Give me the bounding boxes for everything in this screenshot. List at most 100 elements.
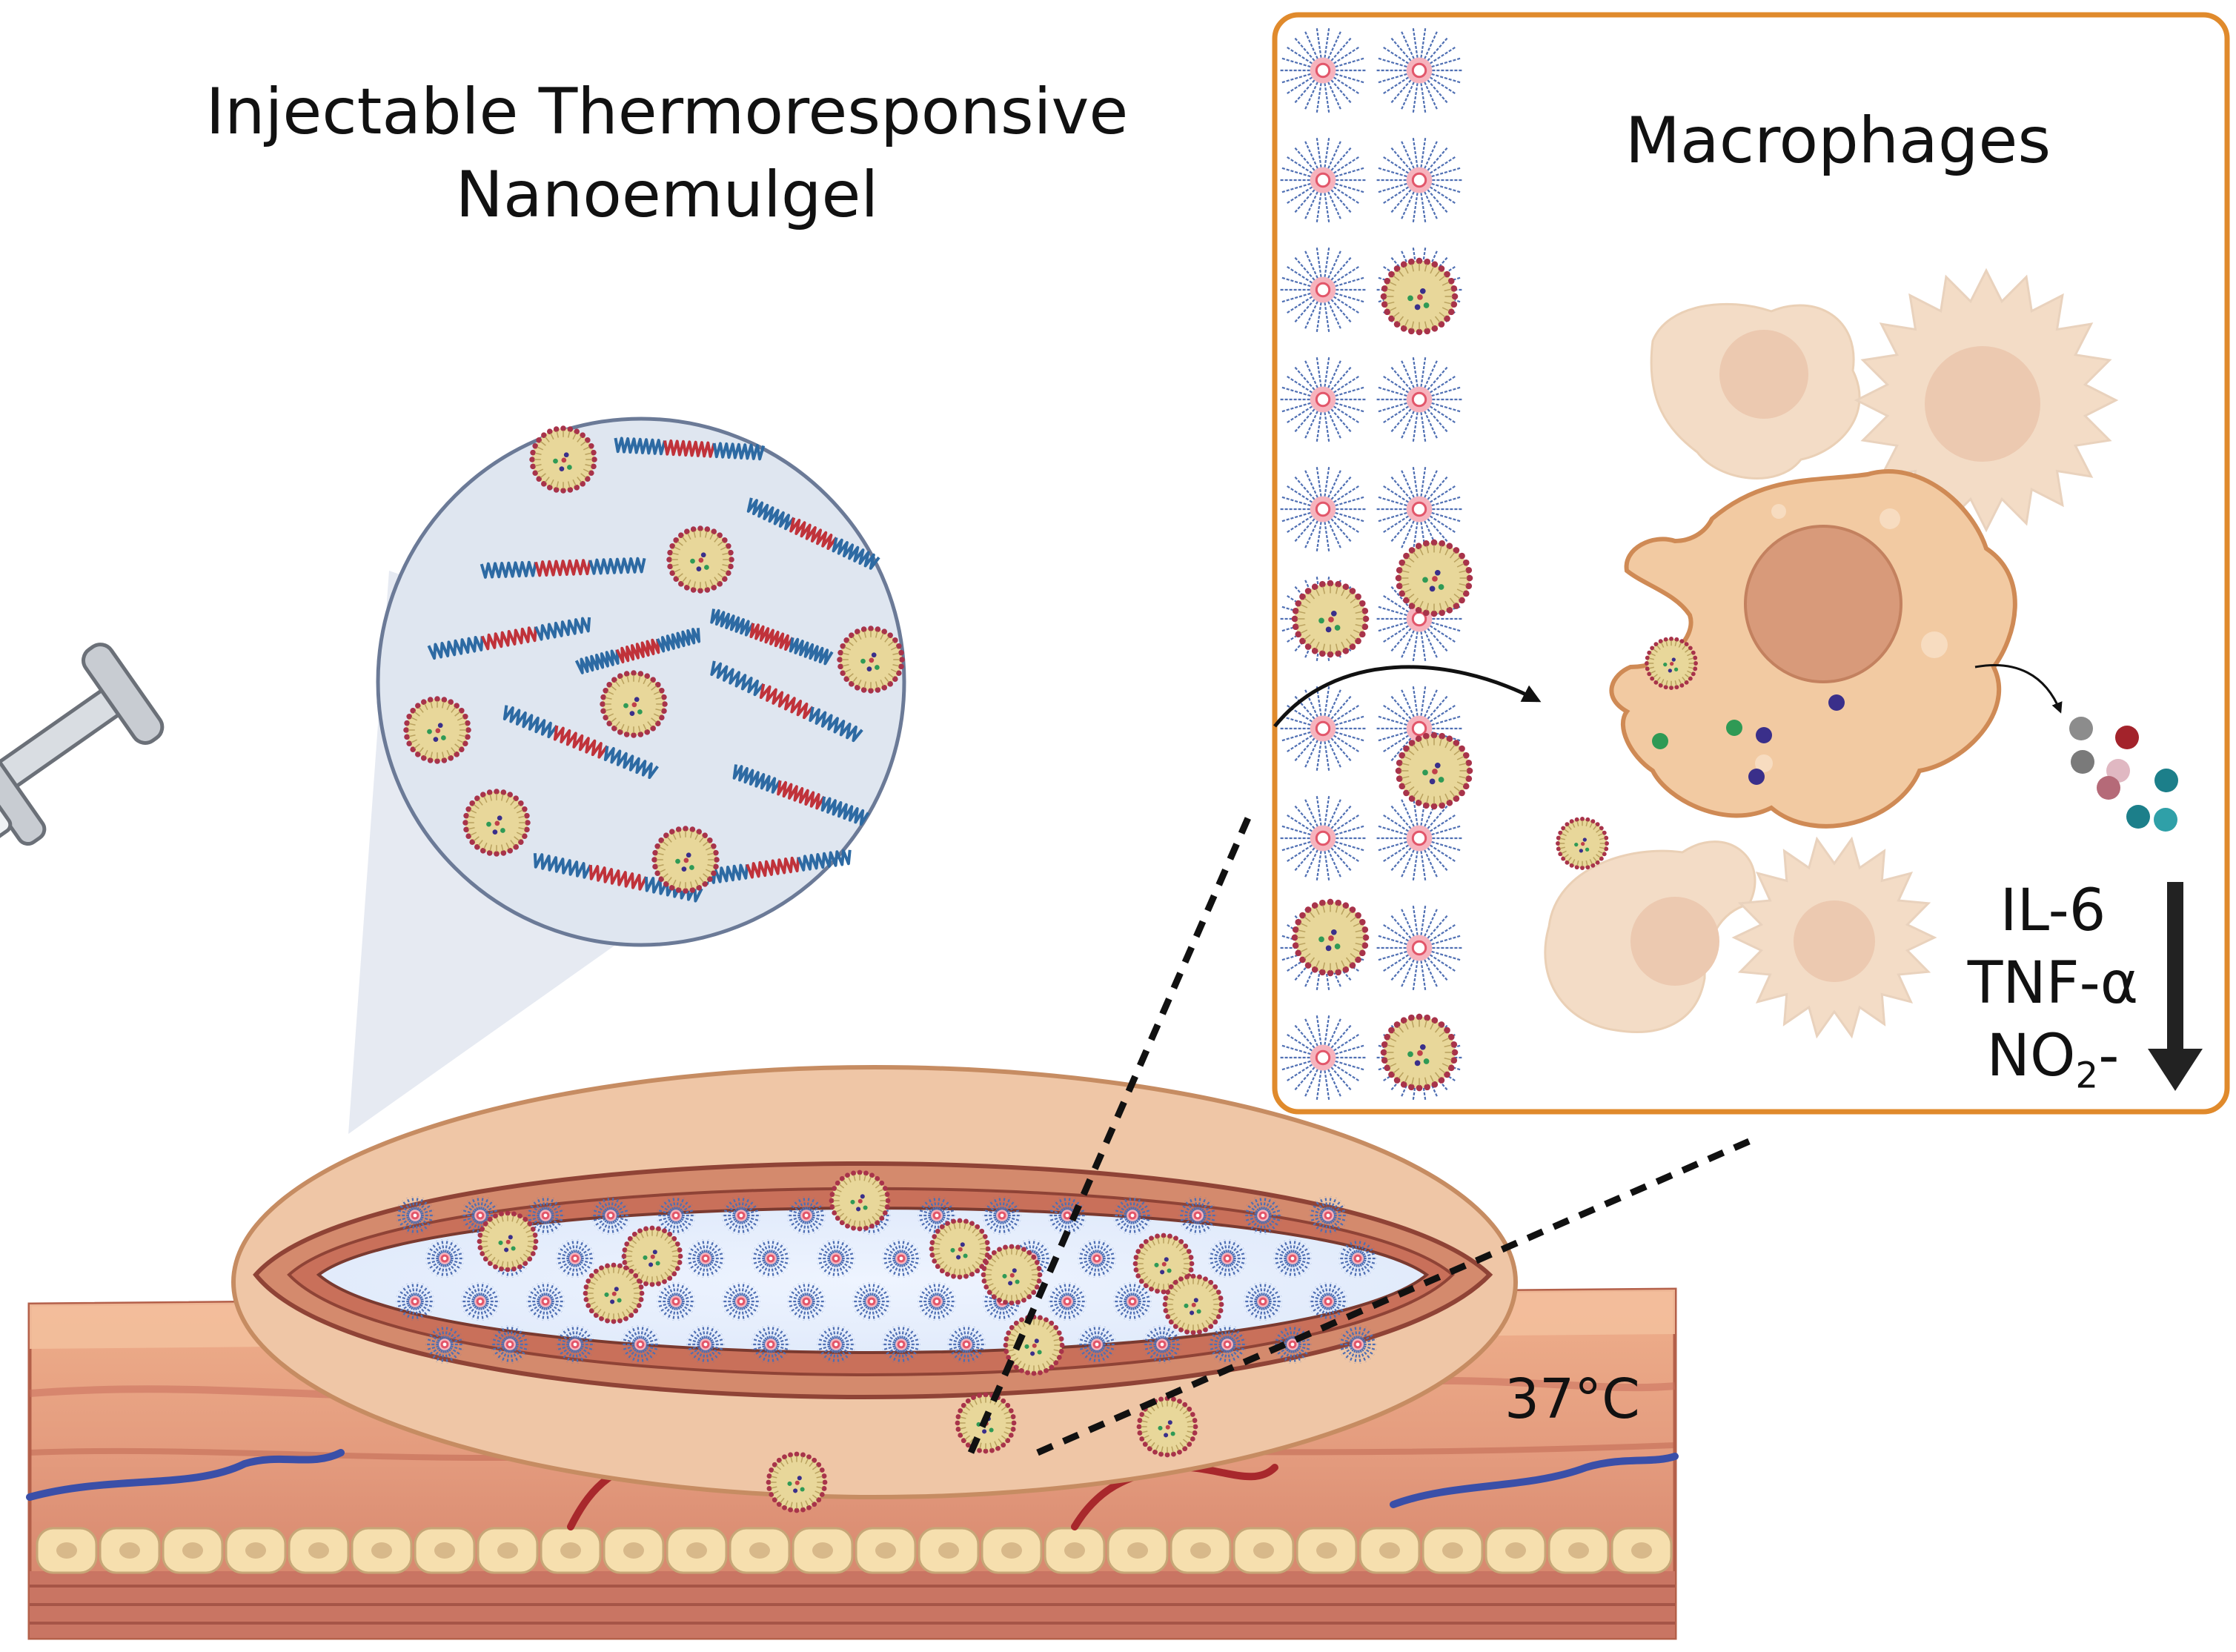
endocytosed-droplet bbox=[1556, 637, 1698, 870]
micelle bbox=[1078, 1325, 1116, 1364]
tnf-alpha-label: TNF-α bbox=[1967, 950, 2139, 1017]
micelle bbox=[657, 1282, 695, 1321]
cytokine-cluster bbox=[2069, 717, 2178, 832]
micelle bbox=[1273, 1239, 1312, 1278]
micelle bbox=[1280, 247, 1366, 333]
polymer-chain bbox=[480, 557, 646, 579]
nanoemulsion-droplet bbox=[829, 1170, 891, 1232]
micelle bbox=[983, 1196, 1021, 1235]
micelle bbox=[396, 1196, 434, 1235]
micelle bbox=[947, 1325, 986, 1364]
nanoemulsion-droplet bbox=[1380, 257, 1459, 336]
nanoemulsion-droplet bbox=[583, 1262, 645, 1324]
polymer-chain bbox=[574, 628, 701, 674]
nanoemulsion-droplet bbox=[981, 1244, 1043, 1306]
micelle bbox=[752, 1239, 790, 1278]
micelle bbox=[1338, 1325, 1377, 1364]
polymer-chain bbox=[710, 608, 834, 666]
nitrite-charge: - bbox=[2098, 1023, 2120, 1089]
nanoemulsion-droplet bbox=[403, 696, 471, 764]
nanoemulsion-droplet bbox=[462, 789, 531, 857]
nitrite-base: NO bbox=[1986, 1023, 2076, 1089]
decrease-arrow bbox=[2148, 882, 2203, 1091]
polymer-chain bbox=[502, 705, 659, 780]
nanoemulsion-droplet bbox=[477, 1210, 539, 1273]
micelle bbox=[1178, 1196, 1217, 1235]
micelle bbox=[1280, 686, 1366, 772]
micelle bbox=[1376, 27, 1462, 113]
nitrite-subscript: 2 bbox=[2075, 1055, 2099, 1097]
micelle bbox=[918, 1282, 956, 1321]
micelle bbox=[1309, 1196, 1347, 1235]
nanoemulsion-droplet bbox=[837, 626, 905, 694]
macrophage-cells bbox=[1544, 268, 2119, 1039]
micelle bbox=[556, 1325, 594, 1364]
micelle bbox=[852, 1282, 891, 1321]
micelle bbox=[1376, 137, 1462, 223]
micelle bbox=[591, 1196, 630, 1235]
secretion-arrow bbox=[1974, 664, 2063, 714]
polymer-chain bbox=[732, 764, 870, 826]
syringe bbox=[0, 643, 165, 1038]
nanoemulsion-droplet bbox=[1291, 580, 1370, 658]
micelle bbox=[1280, 795, 1366, 881]
micelle bbox=[1376, 795, 1462, 881]
inset-gel-column bbox=[1280, 27, 1473, 1101]
micelle bbox=[817, 1325, 855, 1364]
micelle bbox=[526, 1196, 565, 1235]
micelle bbox=[1376, 466, 1462, 552]
micelle bbox=[918, 1196, 956, 1235]
nanoemulsion-droplet bbox=[1291, 898, 1370, 977]
polymer-chain bbox=[614, 437, 766, 461]
nanoemulsion-droplet bbox=[600, 670, 668, 738]
micelle bbox=[1280, 356, 1366, 442]
polymer-and-droplets bbox=[403, 425, 905, 903]
micelle bbox=[396, 1282, 434, 1321]
micelle bbox=[882, 1325, 920, 1364]
micelle bbox=[1048, 1282, 1087, 1321]
nanoemulsion-droplet bbox=[1645, 637, 1698, 690]
micelle bbox=[1309, 1282, 1347, 1321]
nanoemulsion-droplet bbox=[766, 1451, 828, 1513]
micelle bbox=[882, 1239, 920, 1278]
released-cargo bbox=[1652, 694, 1845, 785]
gel-particles bbox=[396, 1170, 1377, 1513]
nanoemulsion-droplet bbox=[529, 425, 597, 494]
nanoemulsion-droplet bbox=[1136, 1396, 1198, 1458]
micelle bbox=[1244, 1196, 1282, 1235]
micelle bbox=[425, 1325, 464, 1364]
micelle bbox=[526, 1282, 565, 1321]
micelle bbox=[1338, 1239, 1377, 1278]
micelle bbox=[1113, 1282, 1152, 1321]
nanoemulsion-droplet bbox=[1380, 1013, 1459, 1092]
micelle bbox=[491, 1325, 529, 1364]
cytokine-labels: IL-6 TNF-α NO2- bbox=[1957, 875, 2149, 1112]
zoom-lines bbox=[967, 806, 1751, 1456]
cell-layer bbox=[36, 1527, 1673, 1574]
polymer-chain bbox=[710, 660, 863, 743]
nanoemulsion-droplet bbox=[1132, 1233, 1195, 1295]
micelle bbox=[1376, 356, 1462, 442]
uptake-arrow bbox=[1273, 665, 1542, 728]
title-line-1: Injectable Thermoresponsive bbox=[205, 75, 1129, 149]
micelle bbox=[787, 1196, 826, 1235]
micelle bbox=[1208, 1325, 1247, 1364]
nanoemulsion-droplet bbox=[666, 525, 734, 594]
micelle bbox=[1078, 1239, 1116, 1278]
micelle bbox=[1280, 27, 1366, 113]
micelle bbox=[657, 1196, 695, 1235]
nanoemulsion-droplet bbox=[1162, 1273, 1224, 1336]
micelle bbox=[461, 1282, 500, 1321]
il6-label: IL-6 bbox=[2000, 878, 2106, 944]
micelle bbox=[1113, 1196, 1152, 1235]
temperature-label: 37°C bbox=[1505, 1367, 1640, 1431]
nitrite-label: NO2- bbox=[1957, 1020, 2149, 1112]
micelle bbox=[686, 1239, 725, 1278]
micelle bbox=[1208, 1239, 1247, 1278]
micelle bbox=[722, 1282, 760, 1321]
micelle bbox=[1280, 137, 1366, 223]
polymer-chain bbox=[427, 617, 591, 660]
micelle bbox=[556, 1239, 594, 1278]
micelle bbox=[1143, 1325, 1181, 1364]
